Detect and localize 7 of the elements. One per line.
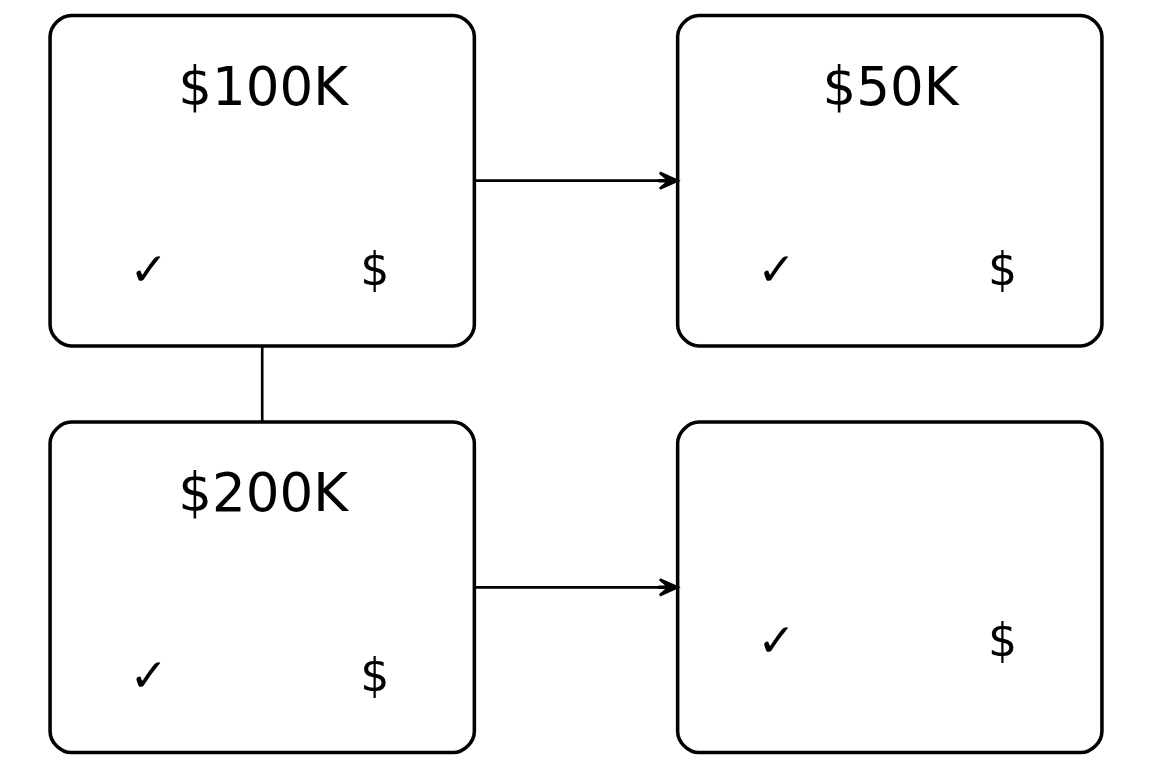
arrow (474, 578, 679, 597)
arrow (474, 171, 679, 190)
node-box: $50K ✓ $ (675, 13, 1104, 348)
connector (260, 346, 264, 422)
node-box: $200K ✓ $ (48, 420, 477, 755)
node-box: ✓ $ (675, 420, 1104, 755)
node-box: $100K ✓ $ (48, 13, 477, 348)
